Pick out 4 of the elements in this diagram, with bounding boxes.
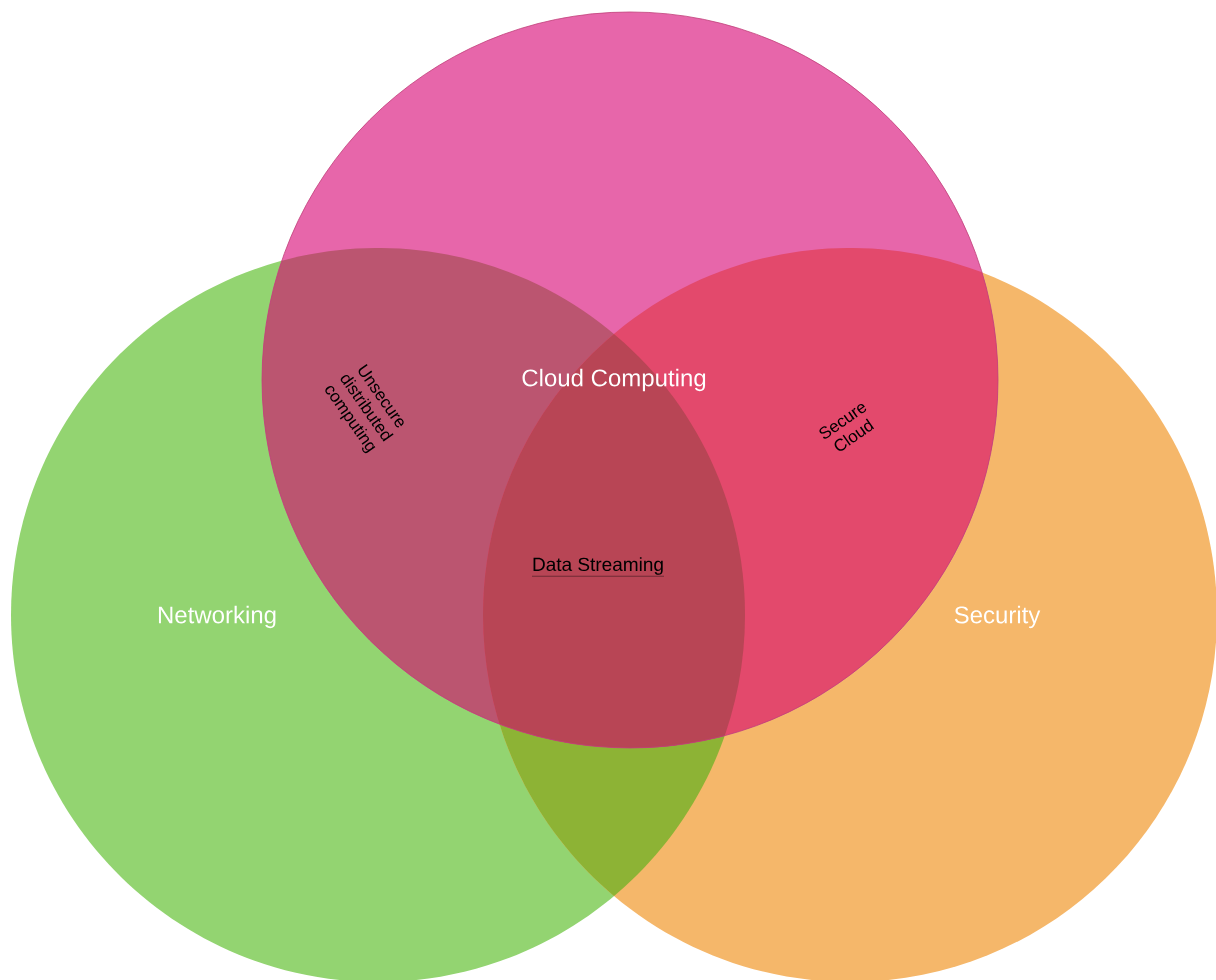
region-label: Data Streaming xyxy=(531,557,665,577)
circle-label: Cloud Computing xyxy=(522,368,706,392)
circle-label: Security xyxy=(954,605,1041,629)
circle-label: Networking xyxy=(158,605,276,629)
